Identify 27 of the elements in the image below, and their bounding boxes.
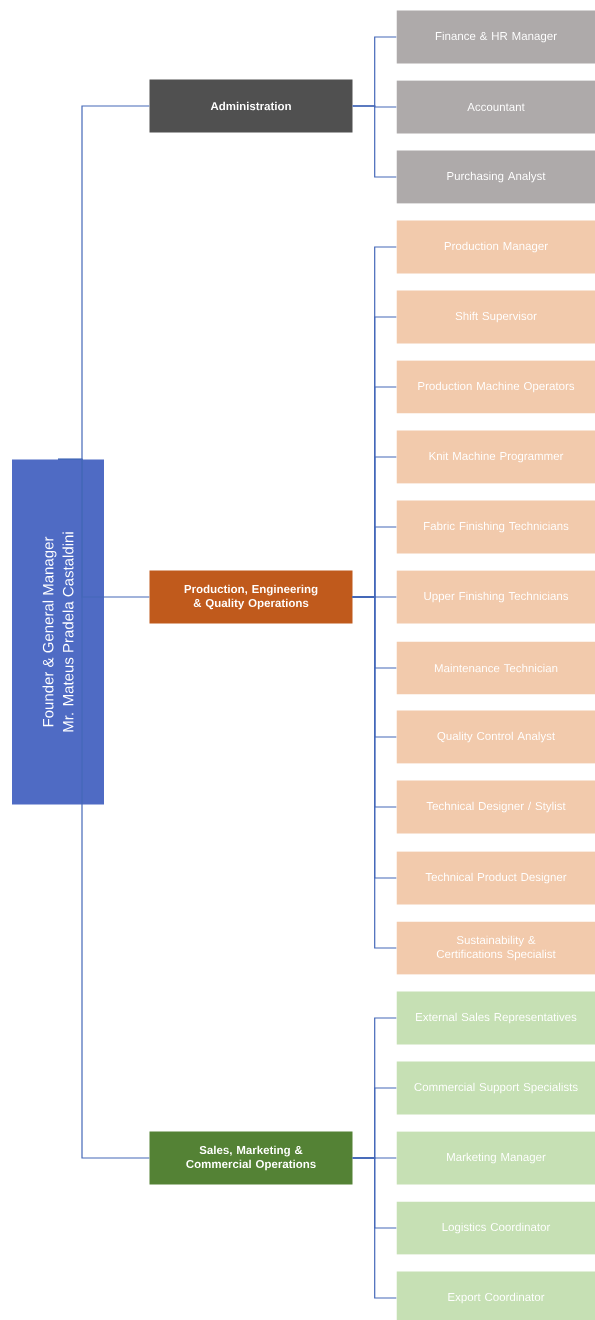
role-box: Maintenance Technician — [396, 641, 595, 695]
connector-line — [57, 458, 150, 1159]
role-box: Logistics Coordinator — [396, 1201, 595, 1255]
role-box: Quality Control Analyst — [396, 710, 595, 764]
role-box: Production Machine Operators — [396, 360, 595, 414]
role-box: Accountant — [396, 80, 595, 134]
role-box: Production Manager — [396, 220, 595, 274]
manager-box: Founder & General Manager Mr. Mateus Pradela Castaldini — [12, 459, 104, 805]
role-box: External Sales Representatives — [396, 991, 595, 1045]
role-box: Shift Supervisor — [396, 290, 595, 344]
connector-line — [352, 596, 397, 949]
connector-line — [352, 105, 397, 178]
role-box: Export Coordinator — [396, 1271, 595, 1320]
role-box: Technical Product Designer — [396, 851, 595, 905]
department-box: Administration — [149, 79, 353, 133]
role-box: Technical Designer / Stylist — [396, 780, 595, 834]
role-box: Commercial Support Specialists — [396, 1061, 595, 1115]
role-box: Knit Machine Programmer — [396, 430, 595, 484]
role-box: Upper Finishing Technicians — [396, 570, 595, 624]
department-box: Production, Engineering & Quality Operations — [149, 570, 353, 624]
role-box: Finance & HR Manager — [396, 10, 595, 64]
role-box: Purchasing Analyst — [396, 150, 595, 204]
role-box: Fabric Finishing Technicians — [396, 500, 595, 554]
role-box: Sustainability & Certifications Specialist — [396, 921, 595, 975]
department-box: Sales, Marketing & Commercial Operations — [149, 1131, 353, 1185]
role-box: Marketing Manager — [396, 1131, 595, 1185]
connector-line — [352, 1157, 397, 1299]
